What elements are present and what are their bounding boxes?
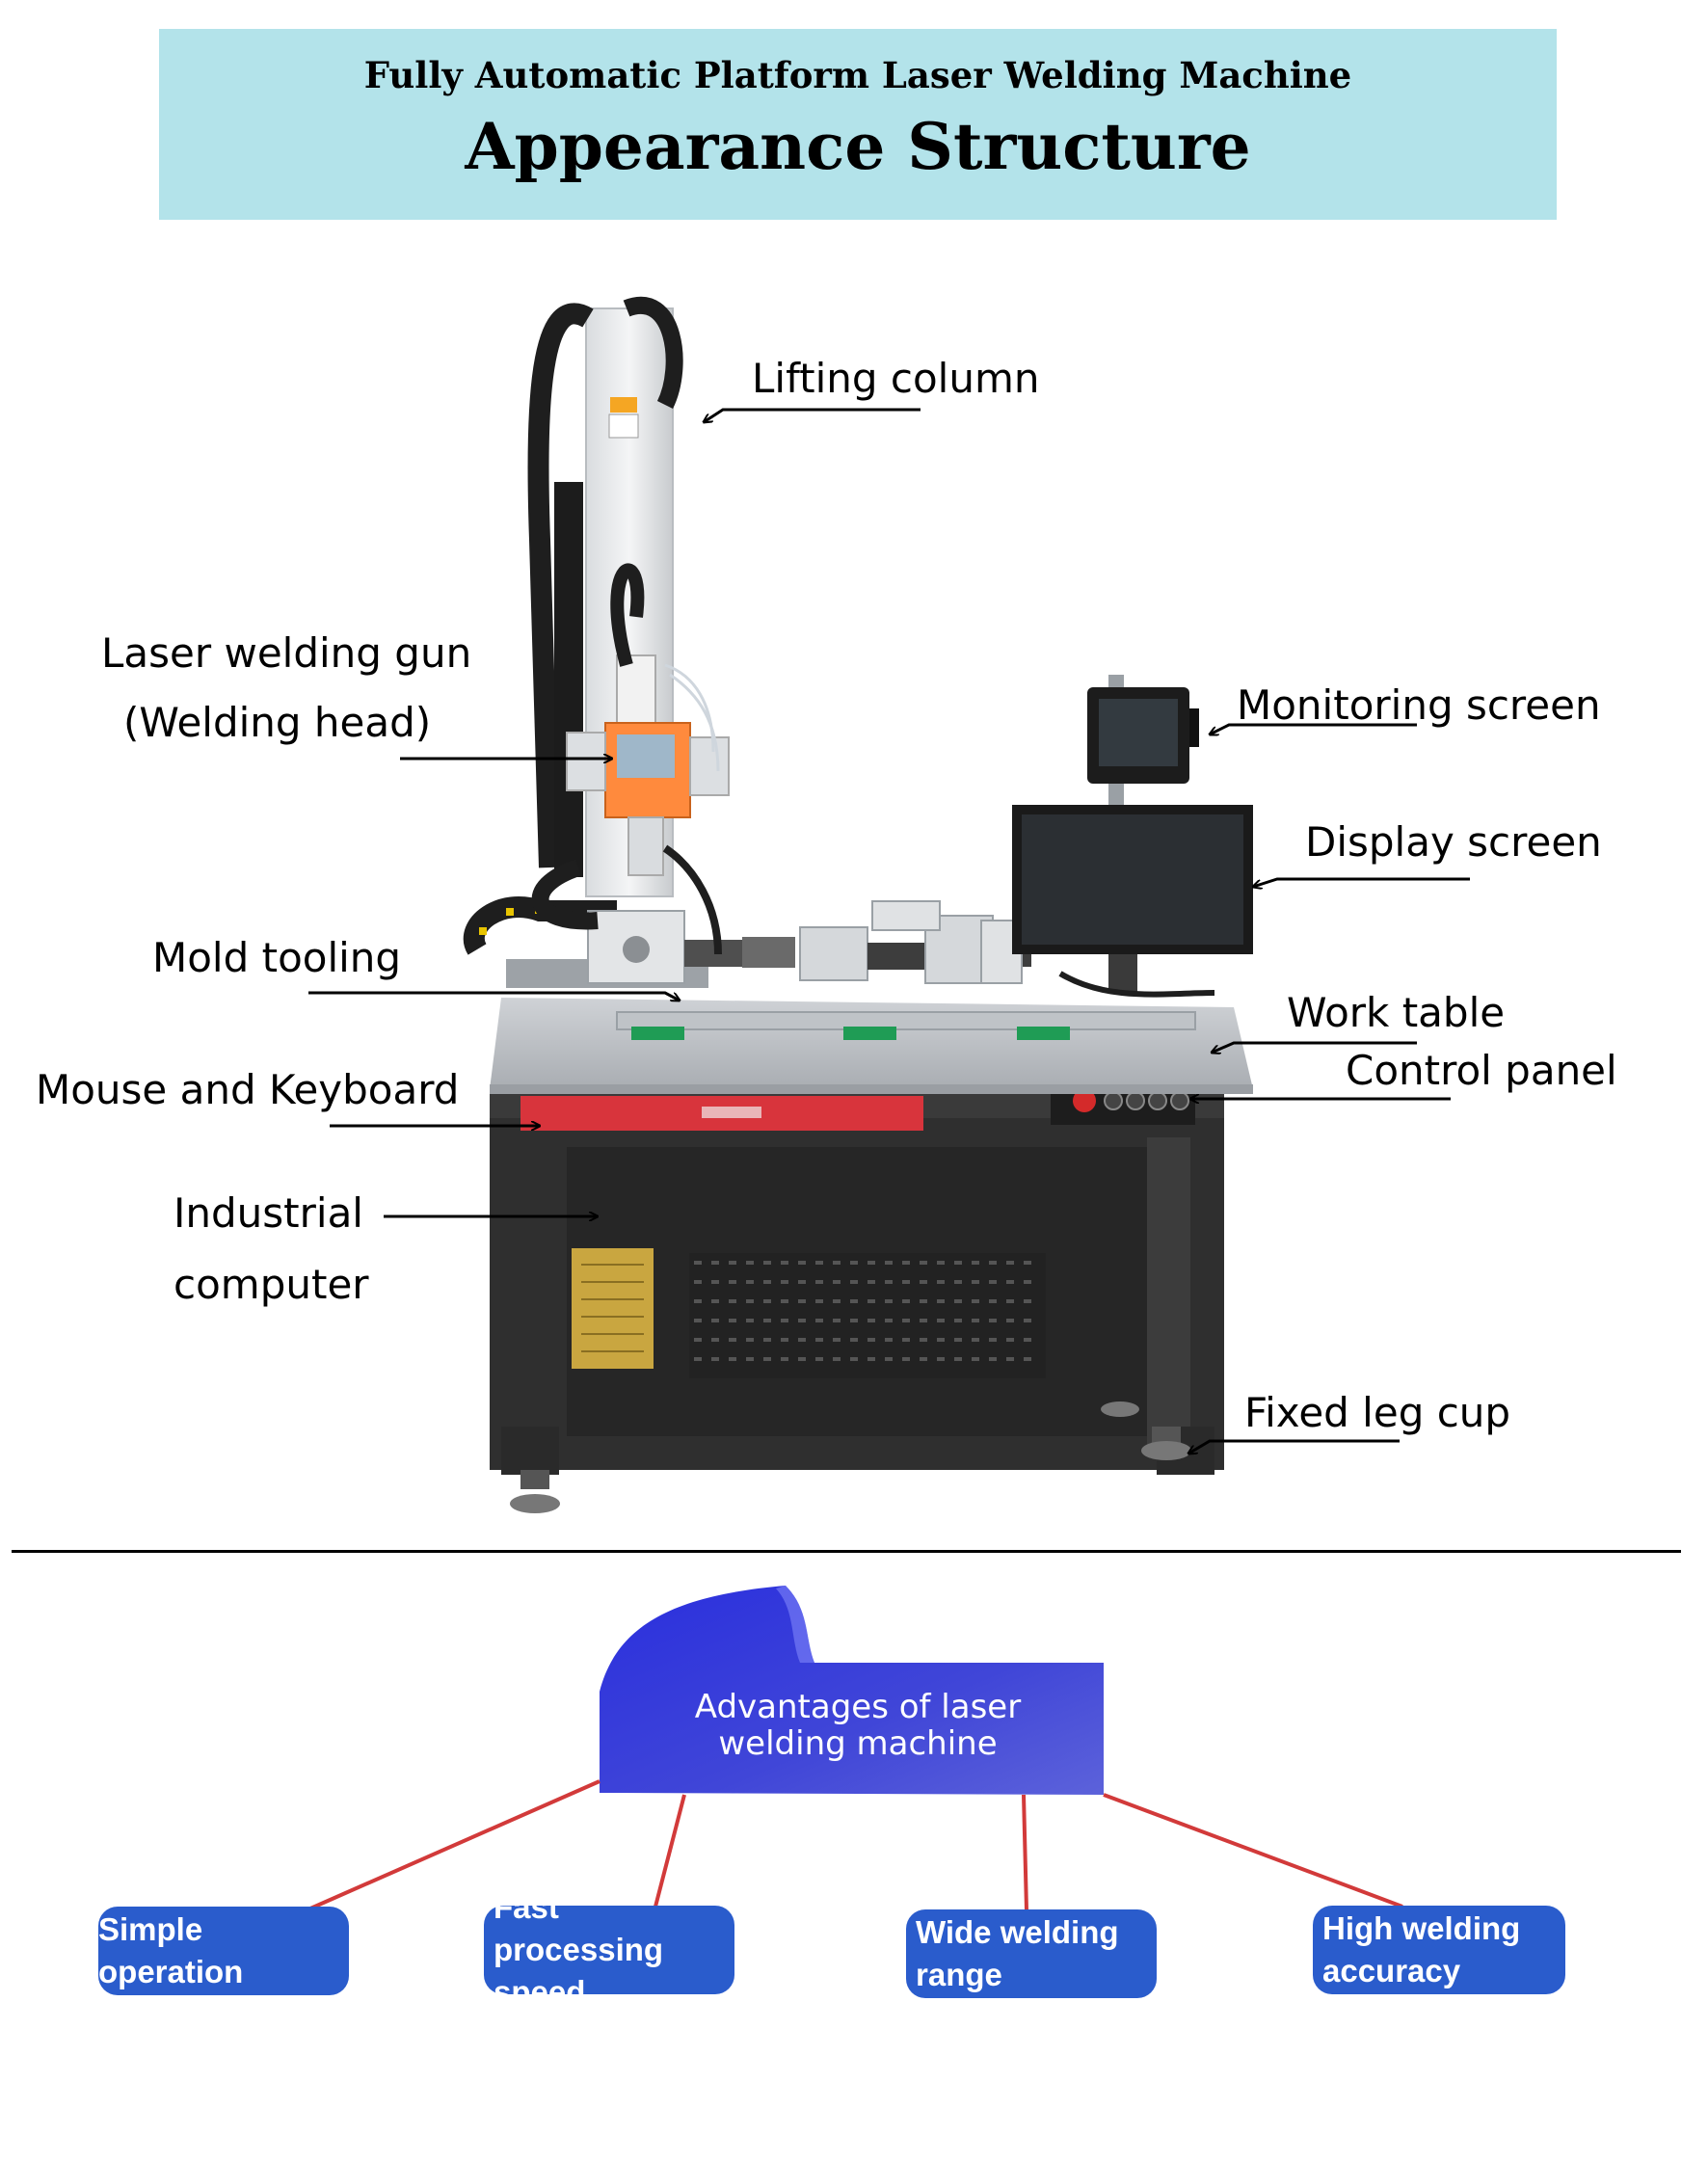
advantage-label: Fast processing bbox=[494, 1889, 664, 1967]
vent-grille bbox=[689, 1253, 1046, 1378]
display-screen-unit bbox=[1012, 805, 1253, 998]
advantages-heading-line1: Advantages of laser bbox=[694, 1688, 1022, 1726]
callout-mouse-keyboard: Mouse and Keyboard bbox=[36, 1066, 460, 1113]
advantage-label: speed bbox=[494, 1974, 586, 2010]
advantages-diagram bbox=[309, 1586, 1403, 1911]
callout-control-panel: Control panel bbox=[1346, 1047, 1617, 1094]
advantage-label: Simple operation bbox=[98, 1911, 244, 1989]
section-divider bbox=[12, 1550, 1681, 1553]
advantage-pill-high-accuracy: High welding accuracy bbox=[1313, 1906, 1565, 1994]
keyboard-drawer bbox=[520, 1096, 923, 1131]
leg-cups bbox=[510, 1401, 1191, 1513]
callout-welding-head: (Welding head) bbox=[123, 699, 432, 746]
advantages-heading: Advantages of laser welding machine bbox=[598, 1689, 1118, 1762]
advantage-label: High welding bbox=[1322, 1910, 1521, 1946]
callout-laser-welding-gun: Laser welding gun bbox=[101, 629, 472, 677]
advantage-label: Wide welding bbox=[916, 1914, 1119, 1950]
page-title: Appearance Structure bbox=[465, 109, 1251, 184]
lifting-column bbox=[527, 297, 683, 930]
nameplate bbox=[572, 1248, 654, 1369]
callout-lifting-column: Lifting column bbox=[752, 355, 1040, 402]
advantages-banner-shape bbox=[600, 1586, 1104, 1795]
advantage-pill-wide-welding: Wide welding range bbox=[906, 1909, 1157, 1998]
callout-computer: computer bbox=[173, 1261, 369, 1308]
connector-lines bbox=[309, 1779, 1403, 1911]
callout-work-table: Work table bbox=[1287, 989, 1506, 1036]
advantage-pill-fast-processing: Fast processing speed bbox=[484, 1889, 734, 2010]
advantage-pill-simple-operation: Simple operation bbox=[98, 1907, 349, 1995]
callout-mold-tooling: Mold tooling bbox=[152, 934, 402, 981]
callout-monitoring-screen: Monitoring screen bbox=[1237, 681, 1601, 729]
callout-fixed-leg-cup: Fixed leg cup bbox=[1244, 1389, 1511, 1436]
mold-tooling-fixtures bbox=[587, 900, 1031, 984]
callout-industrial: Industrial bbox=[173, 1189, 363, 1237]
page-subtitle: Fully Automatic Platform Laser Welding M… bbox=[363, 54, 1352, 96]
work-table-top bbox=[490, 998, 1253, 1094]
monitoring-screen-unit bbox=[1087, 675, 1199, 810]
advantage-label: accuracy bbox=[1322, 1953, 1461, 1989]
advantage-label: range bbox=[916, 1957, 1002, 1992]
callout-display-screen: Display screen bbox=[1305, 818, 1602, 866]
machine-illustration bbox=[308, 297, 1470, 1513]
leader-lines bbox=[308, 408, 1470, 1454]
header-banner: Fully Automatic Platform Laser Welding M… bbox=[159, 29, 1557, 220]
advantages-heading-line2: welding machine bbox=[718, 1724, 998, 1763]
welding-head bbox=[566, 563, 730, 955]
